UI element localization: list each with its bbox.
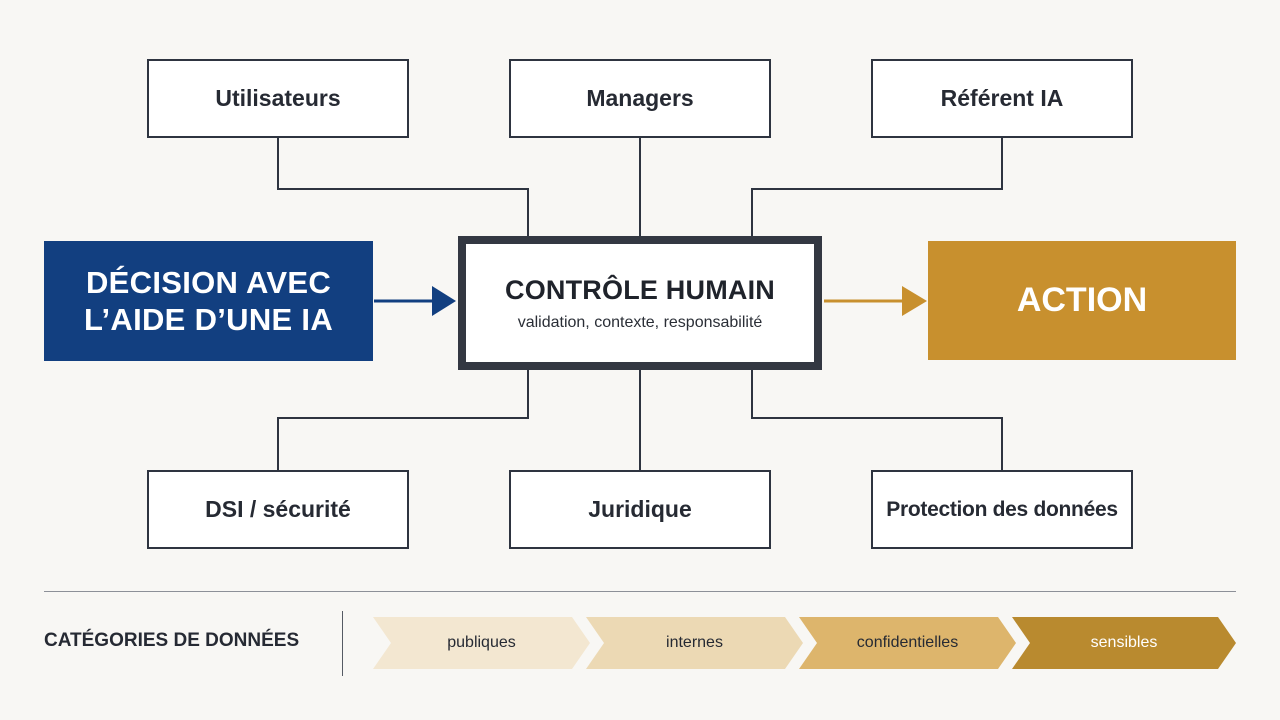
chevron-internes — [586, 617, 803, 669]
connector-dsi — [277, 370, 529, 470]
connector-protection — [751, 370, 1003, 470]
stakeholder-referent-ia: Référent IA — [871, 59, 1133, 138]
category-confidentielles-label: confidentielles — [856, 634, 959, 651]
categories-title: CATÉGORIES DE DONNÉES — [44, 630, 300, 651]
stakeholder-dsi-securite: DSI / sécurité — [147, 470, 409, 549]
human-control-subtitle: validation, contexte, responsabilité — [517, 313, 763, 331]
category-publiques-label: publiques — [447, 634, 516, 651]
chevron-publiques — [373, 617, 590, 669]
category-sensibles-label: sensibles — [1090, 634, 1158, 651]
stakeholder-utilisateurs: Utilisateurs — [147, 59, 409, 138]
human-control-box: CONTRÔLE HUMAIN validation, contexte, re… — [458, 236, 822, 370]
human-control-title: CONTRÔLE HUMAIN — [505, 274, 775, 305]
connector-referent — [751, 138, 1003, 236]
action-box: ACTION — [928, 241, 1236, 360]
connector-utilisateurs — [277, 138, 529, 236]
chevron-sensibles — [1012, 617, 1236, 669]
stakeholder-managers: Managers — [509, 59, 771, 138]
decision-line-1: DÉCISION AVEC — [85, 264, 332, 300]
stakeholder-juridique: Juridique — [509, 470, 771, 549]
stakeholder-protection-donnees: Protection des données — [871, 470, 1133, 549]
section-divider — [44, 591, 1236, 592]
decision-arrow-head — [432, 286, 456, 316]
categories-separator — [342, 611, 343, 676]
category-internes-label: internes — [666, 634, 723, 651]
action-arrow-head — [902, 286, 927, 316]
decision-box: DÉCISION AVEC L’AIDE D’UNE IA — [44, 241, 373, 361]
decision-line-2: L’AIDE D’UNE IA — [83, 302, 334, 337]
chevron-confidentielles — [799, 617, 1016, 669]
